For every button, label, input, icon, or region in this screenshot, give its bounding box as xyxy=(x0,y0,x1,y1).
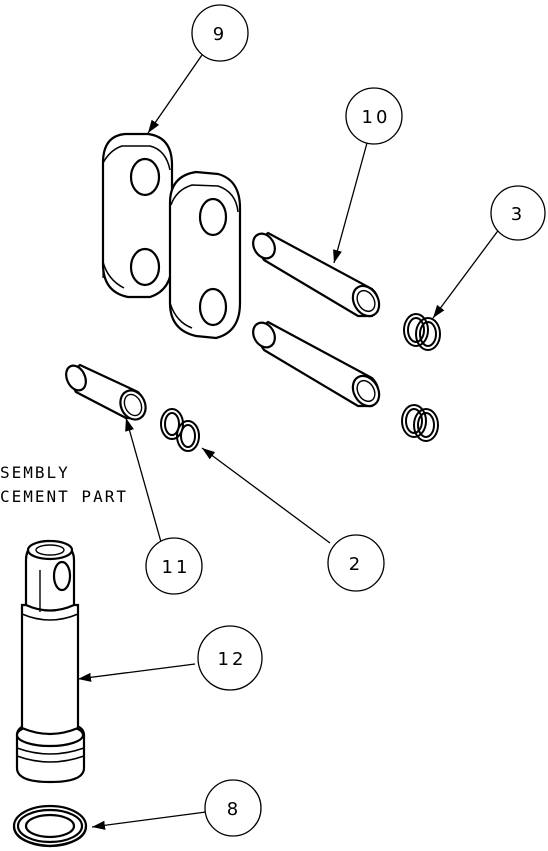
leader-3 xyxy=(432,227,501,319)
leader-2 xyxy=(201,447,331,544)
leader-8 xyxy=(91,811,207,830)
callout-8: 8 xyxy=(204,779,262,837)
leader-9 xyxy=(147,54,203,134)
long-pin-upper xyxy=(252,231,381,318)
link-plate-right xyxy=(168,170,242,340)
callout-11: 11 xyxy=(145,537,203,595)
retaining-ring-3-upper xyxy=(403,313,441,351)
callout-circle xyxy=(191,4,249,62)
retaining-ring-2 xyxy=(160,408,200,452)
leader-11 xyxy=(125,417,162,543)
callout-circle xyxy=(204,779,262,837)
callout-label: 8 xyxy=(227,799,241,820)
retaining-ring-3-lower xyxy=(401,404,439,442)
note-line-1: SEMBLY xyxy=(0,463,70,482)
callout-2: 2 xyxy=(327,534,385,592)
leader-lines xyxy=(77,54,501,830)
link-plate-left xyxy=(101,132,174,299)
leader-10 xyxy=(333,142,368,264)
long-pin-lower xyxy=(252,320,381,408)
wiper-seal xyxy=(12,804,88,848)
callout-9: 9 xyxy=(191,4,249,62)
callout-circle xyxy=(345,87,403,145)
callout-label: 2 xyxy=(349,554,363,575)
callout-circle xyxy=(145,537,203,595)
callout-label: 11 xyxy=(162,557,191,578)
callout-circle xyxy=(490,185,546,241)
callout-circle xyxy=(327,534,385,592)
callout-circle xyxy=(197,625,263,691)
callout-label: 10 xyxy=(362,107,391,128)
callout-10: 10 xyxy=(345,87,403,145)
callout-12: 12 xyxy=(197,625,263,691)
callout-3: 3 xyxy=(490,185,546,241)
cylinder-rod xyxy=(15,539,86,784)
callout-label: 3 xyxy=(511,204,525,225)
callout-label: 12 xyxy=(218,649,247,670)
short-pin xyxy=(65,363,147,421)
note-line-2: CEMENT PART xyxy=(0,487,128,506)
leader-12 xyxy=(77,663,196,682)
callout-label: 9 xyxy=(213,24,227,45)
